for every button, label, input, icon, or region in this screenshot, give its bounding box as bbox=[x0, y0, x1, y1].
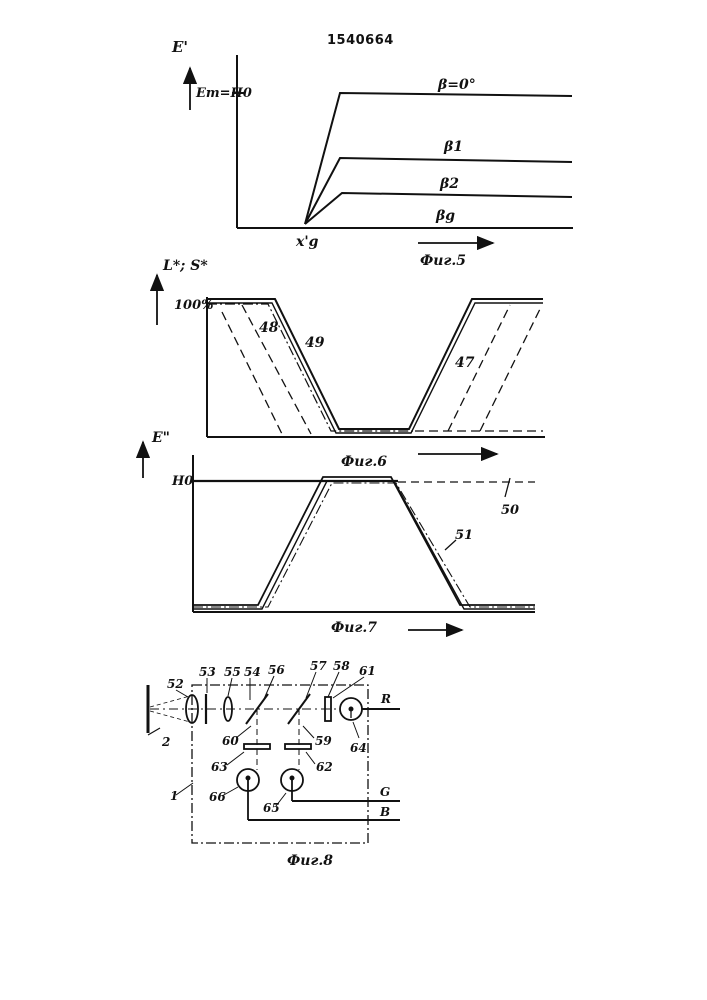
fig7-curve-51 bbox=[193, 477, 535, 605]
fig6-level-label: 100% bbox=[174, 298, 214, 313]
fig8-label-56: 56 bbox=[268, 663, 285, 677]
fig8-label-66: 66 bbox=[209, 790, 226, 804]
fig8-output-R: R bbox=[380, 692, 391, 706]
fig5-x-mark: x'g bbox=[295, 234, 319, 250]
fig5-curve-label-beta0: β=0° bbox=[437, 77, 476, 93]
fig5-diagram bbox=[190, 55, 573, 243]
fig8-label-62: 62 bbox=[316, 760, 333, 774]
fig5-y-axis-label: E' bbox=[171, 38, 188, 56]
fig8-label-53: 53 bbox=[199, 665, 216, 679]
fig7-diagram bbox=[143, 442, 535, 630]
fig6-curve-49 bbox=[207, 299, 543, 429]
fig7-curve-label-50: 50 bbox=[501, 503, 519, 518]
fig8-output-B: B bbox=[379, 805, 390, 819]
fig5-curve-label-beta1: β1 bbox=[443, 139, 463, 155]
fig7-y-axis-label: E" bbox=[151, 430, 170, 446]
fig8-filter-62 bbox=[285, 744, 311, 749]
fig6-curve-49-inner bbox=[207, 303, 543, 433]
fig8-label-2: 2 bbox=[161, 735, 170, 749]
fig8-label-57: 57 bbox=[310, 659, 327, 673]
fig7-caption: Фиг.7 bbox=[331, 620, 377, 636]
fig6-diagram bbox=[157, 275, 545, 454]
fig5-curve-label-betag: βg bbox=[435, 208, 455, 224]
fig8-label-65: 65 bbox=[263, 801, 280, 815]
fig6-curve-label-49: 49 bbox=[305, 335, 325, 351]
fig5-curve-label-beta2: β2 bbox=[439, 176, 459, 192]
fig6-curve-dashdot bbox=[207, 304, 413, 431]
fig8-object-tick bbox=[148, 728, 160, 735]
fig8-label-54: 54 bbox=[244, 665, 261, 679]
fig8-label-60: 60 bbox=[222, 734, 239, 748]
fig7-level-label: H0 bbox=[171, 474, 193, 489]
fig5-level-label: Em=H0 bbox=[195, 86, 252, 101]
fig7-curve-51-inner bbox=[193, 481, 535, 609]
fig8-label-58: 58 bbox=[333, 659, 350, 673]
fig8-label-63: 63 bbox=[211, 760, 228, 774]
fig6-curve-label-48: 48 bbox=[259, 320, 279, 336]
fig8-label-1: 1 bbox=[170, 789, 178, 803]
fig8-diagram bbox=[148, 672, 400, 843]
fig8-label-55: 55 bbox=[224, 665, 241, 679]
fig8-output-G: G bbox=[380, 785, 390, 799]
fig8-label-52: 52 bbox=[167, 677, 184, 691]
fig8-label-61: 61 bbox=[359, 664, 376, 678]
fig7-curve-dashdot bbox=[193, 483, 535, 607]
fig8-caption: Фиг.8 bbox=[287, 853, 333, 869]
fig6-curve-47c bbox=[480, 309, 540, 431]
fig5-caption: Фиг.5 bbox=[420, 253, 466, 269]
fig6-curve-label-47: 47 bbox=[455, 355, 475, 371]
fig6-y-axis-label: L*; S* bbox=[162, 258, 208, 274]
fig7-leader-50 bbox=[505, 478, 510, 497]
fig8-label-59: 59 bbox=[315, 734, 332, 748]
fig7-curve-label-51: 51 bbox=[455, 528, 473, 543]
fig6-caption: Фиг.6 bbox=[341, 454, 387, 470]
fig8-label-64: 64 bbox=[350, 741, 367, 755]
fig8-filter-63 bbox=[244, 744, 270, 749]
